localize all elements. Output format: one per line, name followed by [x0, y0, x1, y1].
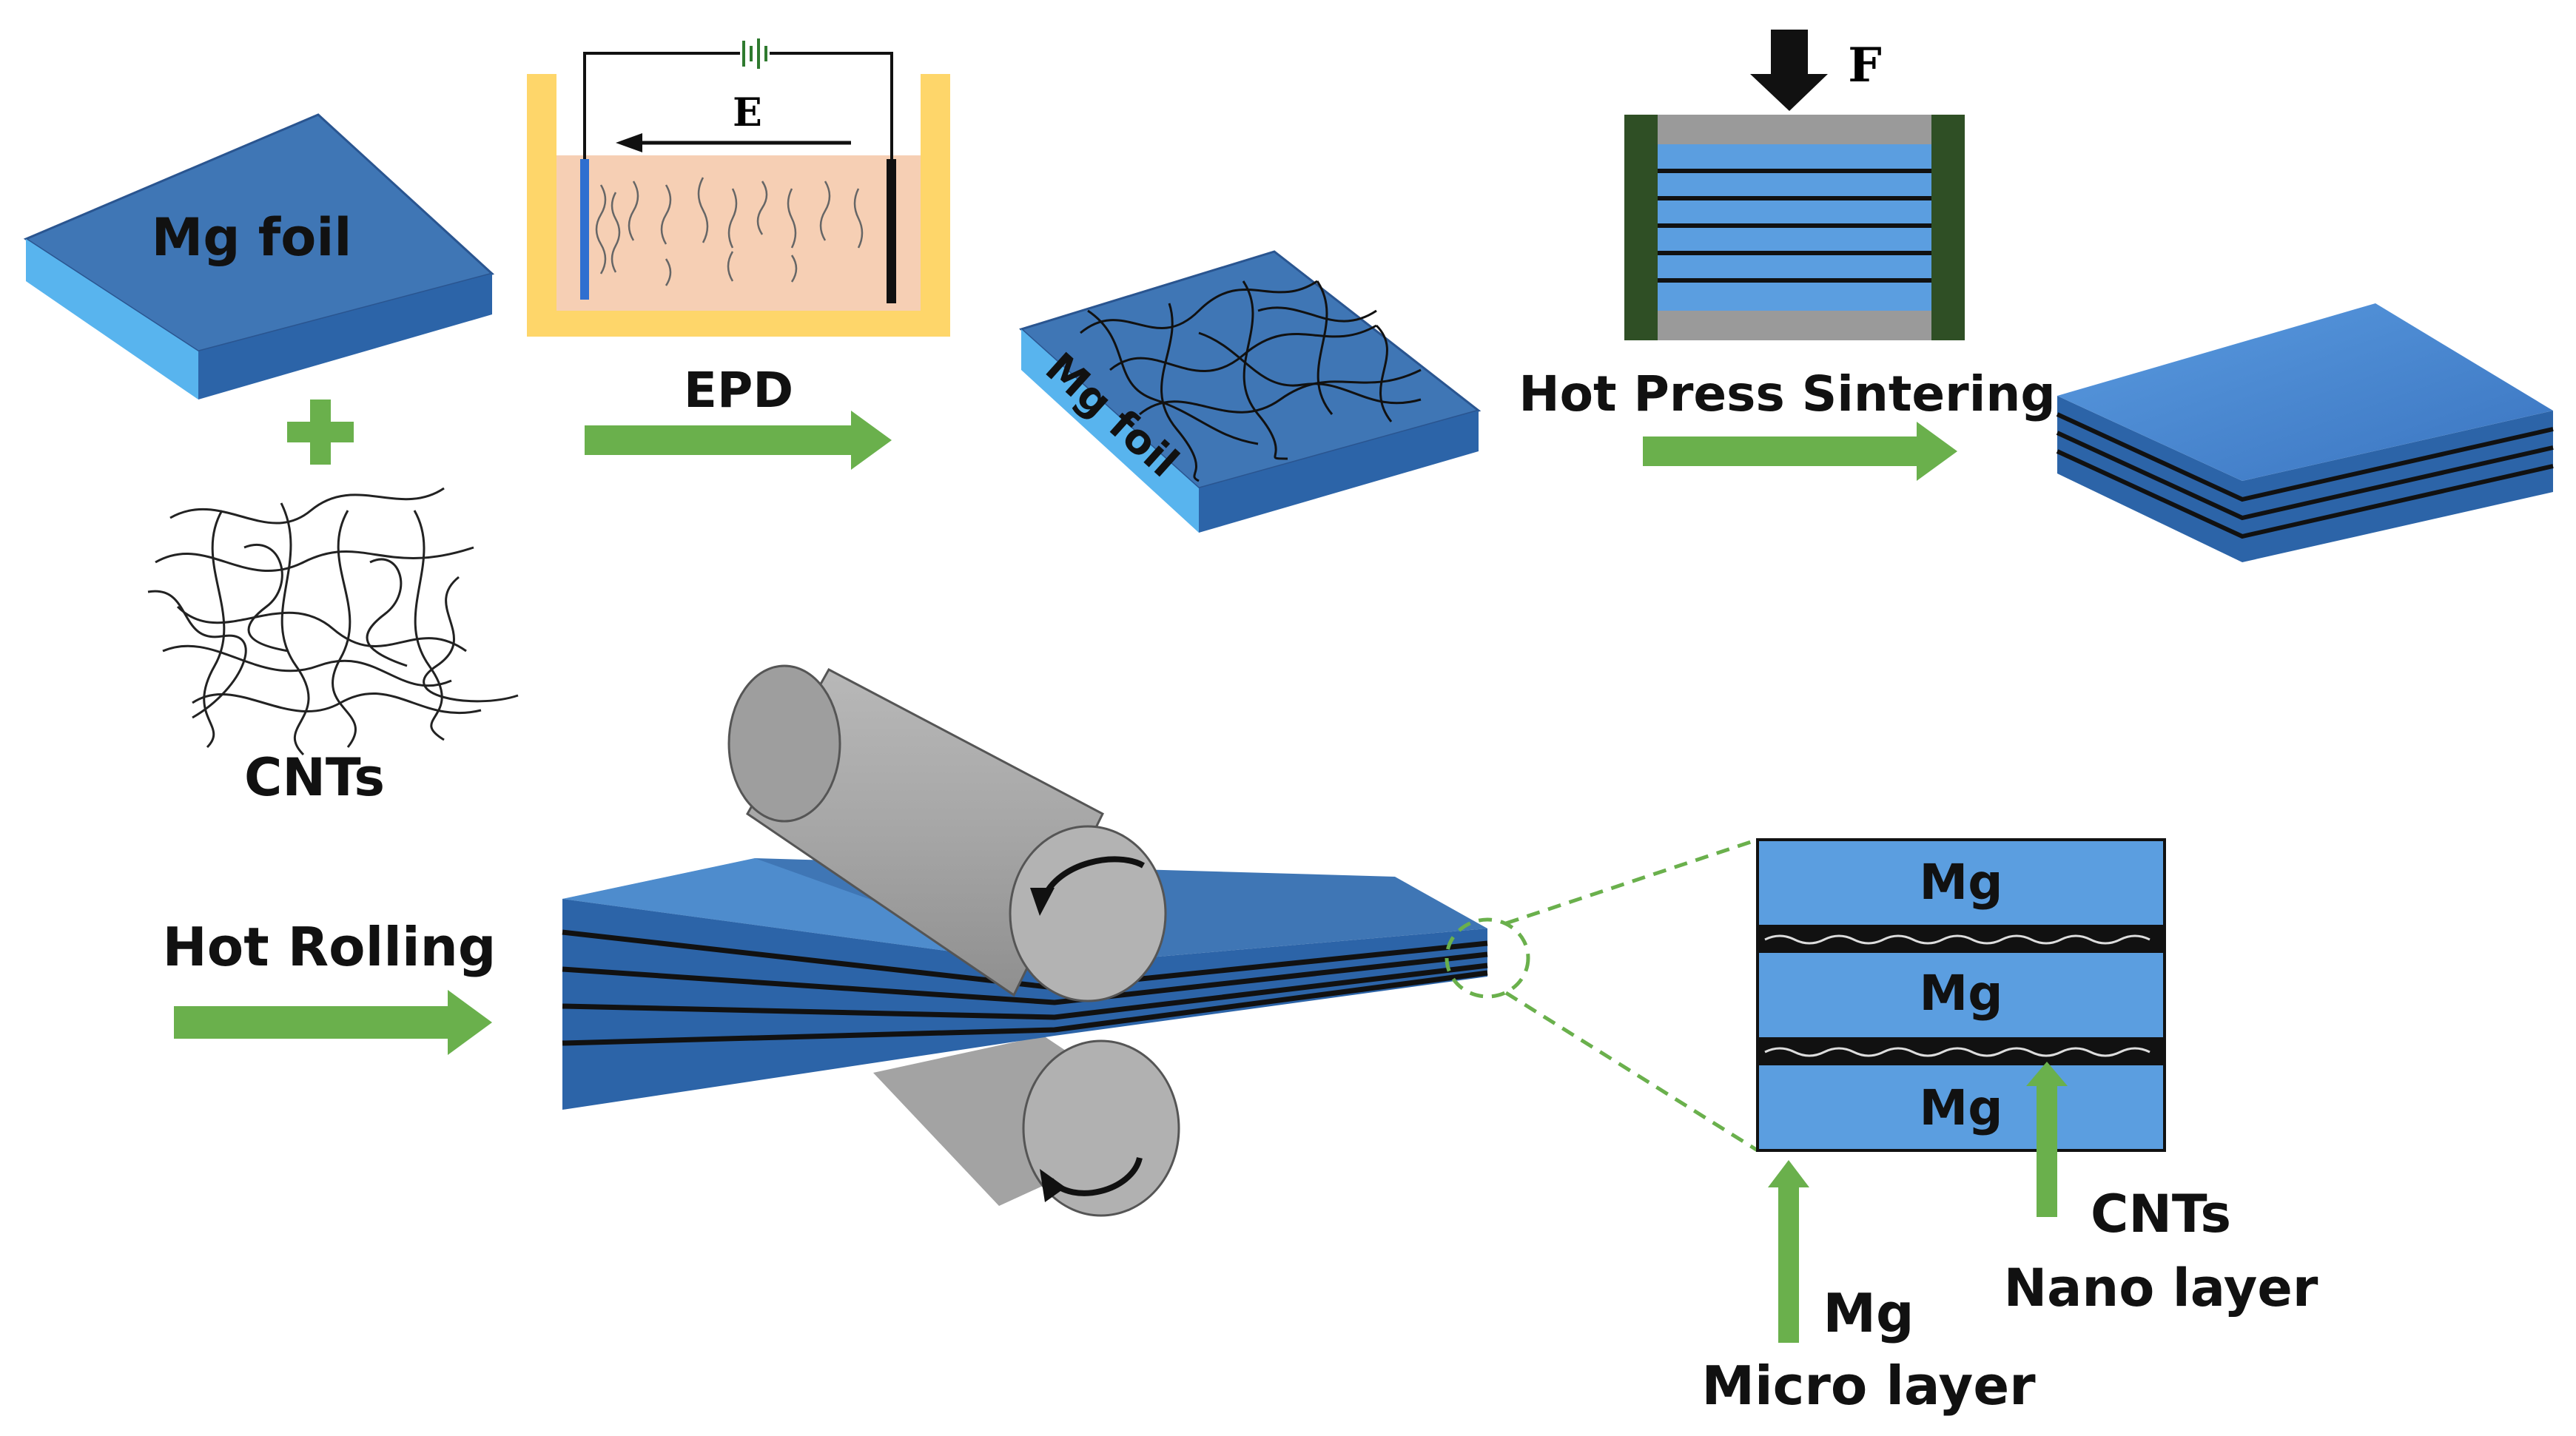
cross-section-inset: Mg Mg Mg [1756, 838, 2166, 1152]
mg-layer-label: Mg [1920, 965, 2003, 1022]
force-arrow-icon [1750, 30, 1828, 111]
cnt-callout-label: CNTs [2091, 1184, 2231, 1244]
mg-callout-label: Mg [1823, 1282, 1914, 1344]
cnt-tangle-icon [147, 487, 519, 756]
epd-cell: E [527, 38, 950, 337]
zoom-callout [1445, 837, 1759, 1153]
rolled-sheet-stack [562, 858, 1488, 1110]
plus-icon [287, 400, 354, 465]
epd-label: EPD [684, 362, 793, 419]
hot-rolling-label: Hot Rolling [163, 916, 497, 978]
mg-callout-arrow [1768, 1160, 1809, 1343]
laminated-stack [2056, 303, 2554, 562]
hot-press: F [1624, 30, 1965, 340]
cnt-nano-layer [1758, 1037, 2165, 1065]
cnt-nano-layer [1758, 925, 2165, 953]
mg-callout-label: Micro layer [1701, 1355, 2036, 1417]
hot-press-label: Hot Press Sintering [1519, 365, 2055, 422]
mg-foil-label: Mg foil [152, 207, 352, 268]
battery-icon [742, 38, 767, 69]
bottom-roller [873, 1036, 1180, 1217]
epd-arrow [585, 411, 892, 470]
field-label: E [733, 90, 762, 135]
force-label: F [1848, 38, 1881, 93]
cnt-callout-label: Nano layer [2004, 1258, 2318, 1318]
cnt-callout-arrow [2026, 1062, 2068, 1217]
mg-foil: Mg foil [23, 113, 495, 400]
top-roller [727, 664, 1167, 1002]
mg-layer-label: Mg [1920, 854, 2003, 911]
cnts-label: CNTs [244, 747, 385, 808]
hot-rolling-arrow [174, 990, 492, 1055]
hot-press-arrow [1643, 422, 1957, 481]
coated-mg-foil: Mg foil [1019, 250, 1482, 533]
mg-layer-label: Mg [1920, 1079, 2003, 1136]
